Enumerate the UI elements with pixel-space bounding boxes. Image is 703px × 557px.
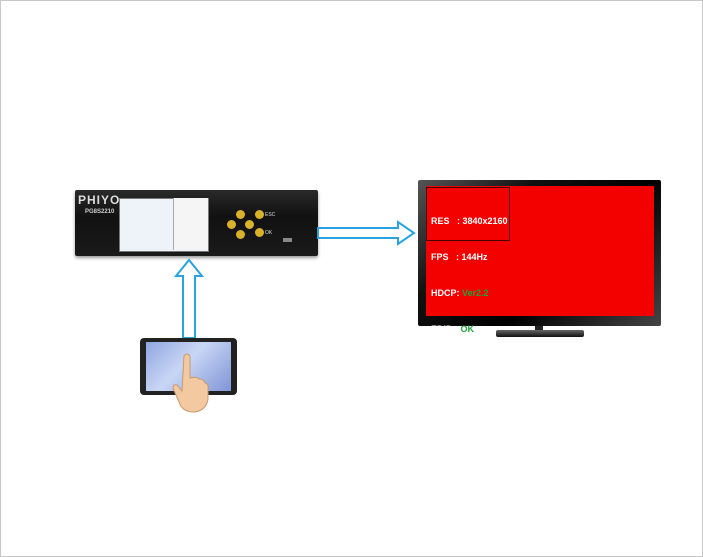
monitor: RES : 3840x2160 FPS : 144Hz HDCP: Ver2.2… (418, 180, 661, 334)
osd-edid-label: EDID (431, 324, 453, 334)
osd-res-value: 3840x2160 (462, 216, 508, 226)
osd-edid: EDID : OK (431, 323, 505, 335)
usb-port (283, 238, 292, 242)
osd-hdcp-label: HDCP (431, 288, 457, 298)
osd-fps-label: FPS (431, 252, 449, 262)
esc-label: ESC (265, 212, 276, 218)
right-button (245, 220, 254, 229)
ok-button (255, 228, 264, 237)
device-brand: PHIYO (78, 193, 121, 207)
up-button (236, 210, 245, 219)
osd-hdcp: HDCP: Ver2.2 (431, 287, 505, 299)
osd-fps: FPS : 144Hz (431, 251, 505, 263)
osd-info-box: RES : 3840x2160 FPS : 144Hz HDCP: Ver2.2… (426, 187, 510, 334)
pointing-hand-icon (172, 353, 209, 413)
osd-fps-value: 144Hz (461, 252, 488, 262)
osd-res-label: RES (431, 216, 450, 226)
esc-button (255, 210, 264, 219)
device-lcd-panel (173, 198, 208, 250)
monitor-stand (496, 330, 584, 337)
osd-res-sep: : (449, 216, 463, 226)
osd-edid-value: OK (460, 324, 475, 334)
monitor-screen: RES : 3840x2160 FPS : 144Hz HDCP: Ver2.2… (426, 186, 654, 334)
osd-res: RES : 3840x2160 (431, 215, 508, 227)
ok-label: OK (265, 230, 273, 236)
arrow-up (173, 258, 205, 339)
osd-hdcp-value: Ver2.2 (462, 288, 489, 298)
pattern-generator-device: PHIYO PG8S2210 ESC OK (75, 190, 318, 256)
osd-fps-sep: : (448, 252, 462, 262)
arrow-right (317, 220, 416, 246)
osd-hdcp-sep: : (456, 288, 463, 298)
left-button (227, 220, 236, 229)
osd-edid-sep: : (452, 324, 461, 334)
monitor-neck (535, 326, 543, 332)
down-button (236, 230, 245, 239)
device-model: PG8S2210 (85, 209, 115, 215)
